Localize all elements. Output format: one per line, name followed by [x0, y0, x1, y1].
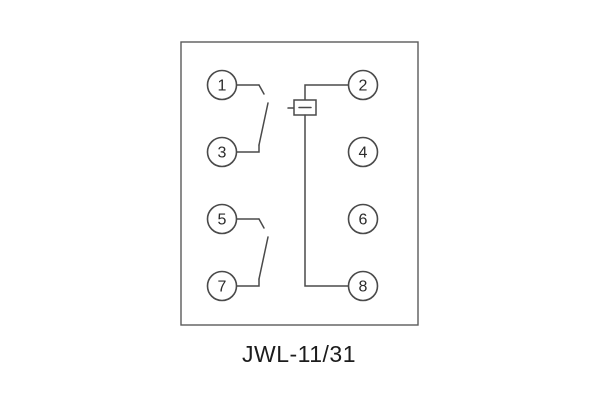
terminal-1-label: 1 — [218, 78, 227, 95]
terminal-5-contact-stub — [258, 218, 265, 229]
enclosure-outline — [180, 41, 419, 326]
coil-to-terminal-8-wire — [304, 114, 350, 287]
terminal-8-label: 8 — [359, 279, 368, 296]
terminal-3-label: 3 — [218, 145, 227, 162]
terminal-1: 1 — [206, 69, 238, 101]
terminal-8: 8 — [347, 270, 379, 302]
coil-branch — [287, 84, 350, 287]
terminal-7-lead-wire — [235, 278, 260, 287]
contact-1-3-symbol — [235, 84, 269, 153]
terminal-5-circle — [206, 203, 238, 235]
contact-5-7-symbol — [235, 218, 269, 287]
terminal-8-circle — [347, 270, 379, 302]
terminal-4-label: 4 — [359, 145, 368, 162]
terminal-6: 6 — [347, 203, 379, 235]
terminal-7-circle — [206, 270, 238, 302]
terminal-6-label: 6 — [359, 212, 368, 229]
terminal-5: 5 — [206, 203, 238, 235]
terminal-7: 7 — [206, 270, 238, 302]
contact-blade-top-icon — [258, 102, 269, 146]
terminal-3-circle — [206, 136, 238, 168]
terminal-1-contact-stub — [258, 84, 265, 95]
terminal-2-circle — [347, 69, 379, 101]
terminal-5-label: 5 — [218, 212, 227, 229]
terminal-1-circle — [206, 69, 238, 101]
terminal-4-circle — [347, 136, 379, 168]
terminal-6-circle — [347, 203, 379, 235]
terminal-2-lead-wire — [304, 84, 350, 101]
terminal-2: 2 — [347, 69, 379, 101]
contact-blade-bottom-icon — [258, 236, 269, 280]
terminal-2-label: 2 — [359, 78, 368, 95]
terminal-7-label: 7 — [218, 279, 227, 296]
terminal-3-lead-wire — [235, 144, 260, 153]
diagram-title: JWL-11/31 — [242, 341, 356, 367]
terminal-3: 3 — [206, 136, 238, 168]
terminal-4: 4 — [347, 136, 379, 168]
